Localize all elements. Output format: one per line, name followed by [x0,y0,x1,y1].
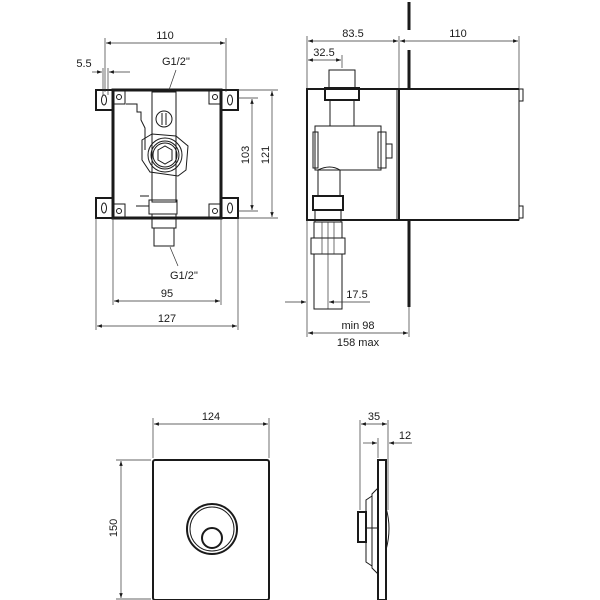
flush-plate-outline [152,459,270,600]
flush-button-ring [186,503,238,555]
dim-valve-offset: 32.5 [313,47,334,59]
dim-inner-height: 103 [240,146,252,164]
plate-side-view: 35 12 [357,411,412,600]
corner-bracket-top-right [208,89,239,111]
box-depth-section [398,88,520,221]
dim-outer-width: 127 [158,313,176,325]
dim-plate-height: 150 [108,519,120,537]
valve-body-side [310,69,393,310]
side-view: 83.5 32.5 110 17.5 min 98 158 max [285,2,524,349]
label-thread-top: G1/2'' [162,56,190,68]
dim-plate-overall-depth: 35 [368,411,380,423]
corner-bracket-top-left [95,89,126,111]
mounting-box-outline [111,88,223,220]
label-thread-bottom: G1/2'' [170,270,198,282]
dim-plate-thickness: 12 [399,430,411,442]
dim-wall-max: 158 max [337,337,380,349]
dim-slot-offset: 5.5 [76,58,91,70]
plate-front-view: 124 150 [108,411,270,600]
dim-overall-width-top: 110 [156,30,174,42]
plate-side-outline [377,459,387,600]
corner-bracket-bottom-left [95,197,126,219]
corner-bracket-bottom-right [208,197,239,219]
front-view: 110 5.5 G1/2'' 103 121 G1/2'' 95 127 [76,30,278,330]
dim-box-depth: 110 [449,28,467,40]
dim-pipe-offset: 17.5 [346,289,367,301]
dim-inner-width: 95 [161,288,173,300]
dim-wall-min: min 98 [341,320,374,332]
flush-button [201,527,223,549]
dim-body-depth: 83.5 [342,28,363,40]
dim-plate-width: 124 [202,411,220,423]
dim-outer-height: 121 [260,146,272,164]
valve-body-front [126,91,189,247]
